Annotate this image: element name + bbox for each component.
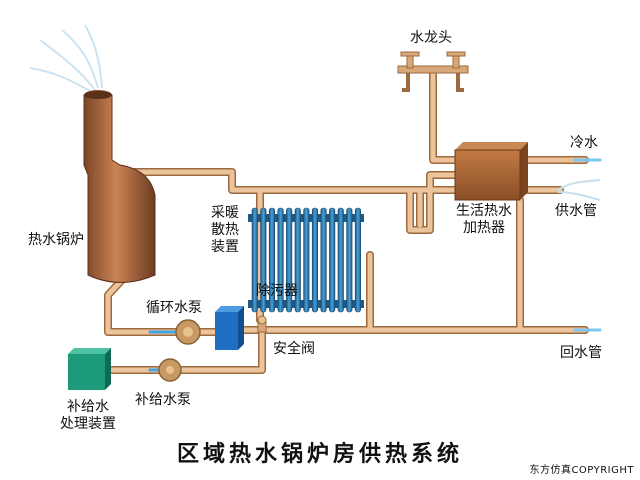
label-return-pipe: 回水管 <box>560 345 602 361</box>
supply-steam <box>557 179 601 201</box>
steam-plume <box>29 24 103 93</box>
radiator-fin <box>268 207 276 313</box>
makeup-pump <box>158 358 182 382</box>
label-supply-pipe: 供水管 <box>555 203 597 219</box>
radiator-fin <box>320 207 327 313</box>
desilter <box>215 306 244 350</box>
radiator-fin <box>311 207 319 313</box>
safety-valve <box>257 315 267 333</box>
diagram-title: 区域热水锅炉房供热系统 <box>176 441 463 467</box>
domestic-water-heater <box>454 142 528 201</box>
label-makeup-pump: 补给水泵 <box>135 392 191 408</box>
radiator-fin <box>251 207 258 313</box>
circulating-pump <box>175 319 201 345</box>
radiator-fin <box>354 207 362 313</box>
radiator-fin <box>260 207 267 313</box>
label-faucet: 水龙头 <box>410 30 452 46</box>
radiator-fin <box>294 207 301 313</box>
boiler <box>83 90 156 283</box>
faucets <box>397 51 469 92</box>
radiator <box>248 207 364 313</box>
label-boiler: 热水锅炉 <box>28 232 84 248</box>
makeup-treatment-unit <box>68 348 111 390</box>
label-safety-valve: 安全阀 <box>273 341 315 357</box>
radiator-fin <box>286 207 293 313</box>
label-circulating-pump: 循环水泵 <box>146 300 202 316</box>
label-makeup-treatment: 补给水 处理装置 <box>60 399 116 432</box>
radiator-fin <box>346 207 353 313</box>
radiator-fin <box>277 207 284 313</box>
copyright-text: 东方仿真COPYRIGHT <box>529 465 634 476</box>
label-cold-water: 冷水 <box>570 135 598 151</box>
label-desilter: 除污器 <box>256 283 298 299</box>
radiator-fin <box>303 207 310 313</box>
radiator-fin <box>329 207 336 313</box>
label-radiator: 采暖 散热 装置 <box>211 205 239 255</box>
label-heater: 生活热水 加热器 <box>456 203 512 236</box>
radiator-fin <box>337 207 344 313</box>
